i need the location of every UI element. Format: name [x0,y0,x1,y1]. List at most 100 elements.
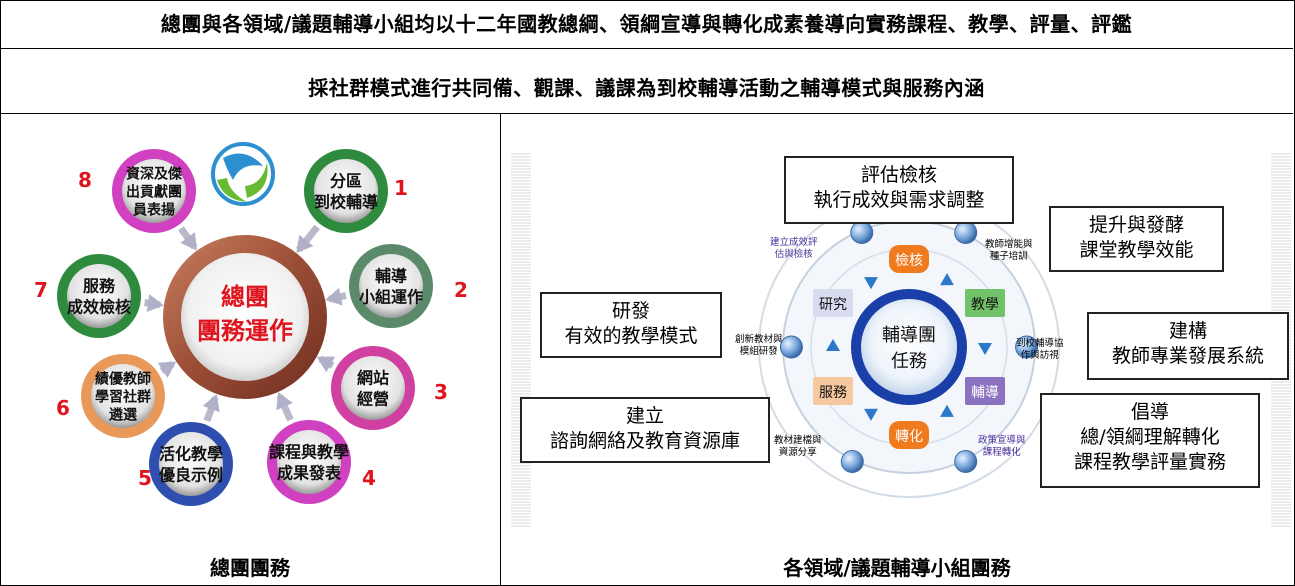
arrow-head-3 [316,356,336,373]
box-network: 建立 諮詢網絡及教育資源庫 [520,397,770,463]
node-ball [954,221,978,245]
node-label: 活化教學 [159,445,223,464]
segment-tile [813,377,853,405]
note-archive: 教材建檔與 資源分享 [774,435,822,459]
note-training: 教師增能與 種子培訓 [985,239,1033,263]
header-line-2: 採社群模式進行共同備、觀課、議課為到校輔導活動之輔導模式與服務內涵 [308,76,985,100]
node-number: 1 [394,176,408,200]
box-build-sub: 教師專業發展系統 [1111,345,1264,367]
header-divider [0,48,1293,49]
section-divider [0,113,1293,114]
segment-label: 輔導 [971,385,999,401]
segment-label: 研究 [819,297,847,313]
note-policy-l1: 政策宣導與 [978,435,1026,446]
logo-icon [211,142,275,206]
right-caption: 各領域/議題輔導小組團務 [783,556,1011,580]
node-label: 輔導 [375,267,407,286]
segment-tile [889,421,929,449]
box-research-sub: 有效的教學模式 [564,325,698,347]
box-advocate-sub2: 課程教學評量實務 [1073,451,1226,473]
segment-label: 檢核 [895,252,923,269]
center-label-1: 總團 [221,283,269,311]
arrow-head-2 [325,287,343,306]
note-visit: 到校輔導協 作與訪視 [1016,338,1064,362]
note-evaluation: 建立成效評 估與檢核 [770,237,818,261]
node-label: 資深及傑 [126,165,183,182]
node-disc [341,356,405,420]
box-research-title: 研發 [611,300,650,322]
box-network-sub: 諮詢網絡及教育資源庫 [549,430,740,452]
node-label: 成效檢核 [67,298,131,317]
note-develop: 創新教材與 模組研發 [735,334,783,358]
box-research: 研發 有效的教學模式 [540,292,722,358]
node-label: 小組運作 [359,288,423,307]
node-number: 7 [34,278,48,302]
arrow-head-6 [157,361,177,378]
node-ball [840,449,864,473]
cycle-arrow-4 [940,404,954,417]
cycle-arrow-2 [978,343,992,355]
node-disc [359,254,423,318]
node-ball [1015,335,1039,359]
box-improve-title: 提升與發酵 [1088,214,1184,236]
node-label: 出貢獻團 [126,183,182,200]
arrow-head-5 [202,393,220,413]
cycle-arrow-3 [864,408,878,421]
box-build: 建構 教師專業發展系統 [1087,312,1289,380]
note-archive-l1: 教材建檔與 [774,435,822,446]
node-label: 績優教師 [95,370,151,387]
segment-label: 服務 [819,385,847,401]
node-label: 課程與教學 [269,443,349,462]
node-label: 成果發表 [277,464,342,483]
note-evaluation-l1: 建立成效評 [770,237,818,248]
node-number: 6 [56,396,70,420]
note-training-l1: 教師增能與 [985,239,1033,250]
note-training-l2: 種子培訓 [989,251,1028,262]
cycle-arrow-6 [940,273,954,286]
arrow-head-7 [146,294,164,312]
node-disc [91,364,155,428]
arrow-head-8 [180,232,197,251]
header-line-1: 總團與各領域/議題輔導小組均以十二年國教總綱、領綱宣導與轉化成素養導向實務課程、… [160,12,1133,36]
node-label: 網站 [357,369,389,388]
note-archive-l2: 資源分享 [778,447,817,458]
cycle-arrow-5 [826,339,840,351]
hub-label: 任務 [891,351,927,372]
arrow-head-4 [276,392,293,411]
node-label: 到校輔導 [314,193,378,212]
box-advocate-title: 倡導 [1130,401,1169,423]
box-advocate-sub1: 總/領綱理解轉化 [1080,426,1220,448]
column-divider [500,113,501,585]
segment-tile [813,289,853,317]
segment-label: 轉化 [895,429,923,445]
node-number: 2 [454,278,468,302]
node-number: 4 [362,466,376,490]
node-label: 分區 [330,172,362,191]
note-policy-l2: 課程轉化 [982,447,1021,458]
node-label: 學習社群 [95,388,151,405]
note-evaluation-l2: 估與檢核 [774,249,813,260]
node-ball [954,449,978,473]
node-number: 8 [78,168,92,192]
node-ball [850,221,874,245]
node-label: 遴選 [109,406,137,423]
box-build-title: 建構 [1168,320,1207,342]
node-number: 3 [434,380,448,404]
node-number: 5 [138,466,152,490]
note-develop-l2: 模組研發 [739,346,778,357]
note-visit-l2: 作與訪視 [1020,350,1059,361]
node-label: 服務 [83,277,116,296]
node-disc [277,430,341,494]
box-network-title: 建立 [625,405,664,427]
hub-disc [861,299,957,395]
center-disc [181,253,309,381]
node-disc [122,159,186,223]
